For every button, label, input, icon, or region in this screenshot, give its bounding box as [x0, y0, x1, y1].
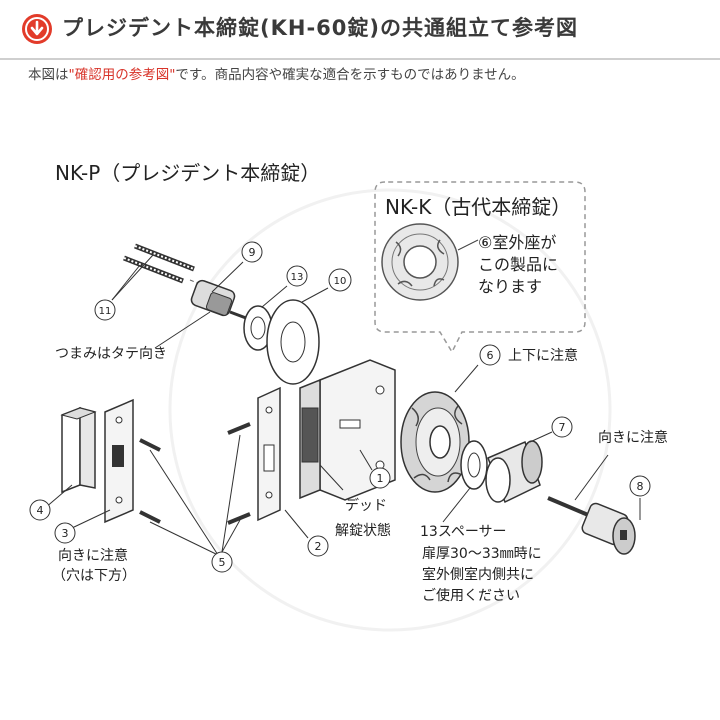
- nkk-escutcheon: [381, 223, 459, 301]
- screws-5: [139, 422, 251, 525]
- page-header: プレジデント本締錠(KH-60錠)の共通組立て参考図: [0, 0, 720, 60]
- note-orient-8: 向きに注意: [598, 429, 668, 446]
- page-title: プレジデント本締錠(KH-60錠)の共通組立て参考図: [62, 16, 578, 40]
- thumbturn-knob-9: [190, 279, 263, 326]
- assembly-diagram: NK-P（プレジデント本締錠） NK-K（古代本締錠） ⑥室外座が この製品に …: [29, 161, 668, 632]
- nkk-note-line-3: なります: [478, 277, 542, 296]
- label-1: 1: [377, 472, 384, 485]
- nkk-title: NK-K（古代本締錠）: [385, 195, 571, 219]
- note-knob: つまみはタテ向き: [55, 346, 167, 362]
- note-spacer-line-1: 13スペーサー: [420, 524, 507, 540]
- label-10: 10: [334, 276, 347, 287]
- nkk-note-line-2: この製品に: [478, 255, 558, 274]
- label-6: 6: [487, 349, 494, 362]
- notice-suffix: です。商品内容や確実な適合を示すものではありません。: [175, 67, 525, 83]
- outer-escutcheon-6: [400, 391, 470, 493]
- down-arrow-circle-icon: [22, 14, 52, 44]
- note-dead-line-1: デッド: [345, 497, 387, 514]
- note-spacer-line-3: 室外側室内側共に: [422, 566, 534, 583]
- label-8: 8: [637, 480, 644, 493]
- nkk-callout: NK-K（古代本締錠） ⑥室外座が この製品に なります: [374, 181, 586, 354]
- note-updown: 上下に注意: [508, 347, 578, 364]
- label-2: 2: [315, 540, 322, 553]
- cylinder-ring-7: [485, 440, 543, 504]
- label-3: 3: [62, 527, 69, 540]
- nkp-title: NK-P（プレジデント本締錠）: [55, 161, 320, 185]
- notice-prefix: 本図は: [28, 67, 69, 83]
- label-5: 5: [219, 556, 226, 569]
- label-9: 9: [249, 246, 256, 259]
- face-plate-2: [257, 386, 281, 522]
- watermark-circle: [168, 188, 612, 632]
- strike-box-4: [60, 406, 97, 494]
- notice-text: 本図は"確認用の参考図"です。商品内容や確実な適合を示すものではありません。: [28, 63, 525, 83]
- note-dead-line-2: 解錠状態: [335, 523, 391, 539]
- note-spacer-line-2: 扉厚30～33㎜時に: [422, 546, 542, 562]
- label-11: 11: [99, 306, 112, 317]
- cylinder-8: [547, 496, 636, 555]
- note-spacer-line-4: ご使用ください: [422, 587, 520, 604]
- label-13-upper: 13: [291, 272, 304, 283]
- notice-highlight: "確認用の参考図": [68, 67, 176, 83]
- strike-plate-3: [104, 398, 134, 524]
- nkk-note-line-1: ⑥室外座が: [478, 233, 556, 252]
- note-strike-line-2: （穴は下方）: [52, 568, 136, 584]
- label-7: 7: [559, 421, 566, 434]
- note-strike-line-1: 向きに注意: [58, 547, 128, 564]
- lock-body-1: [299, 359, 396, 501]
- screws-11: [123, 243, 211, 289]
- escutcheon-10: [266, 299, 320, 385]
- label-4: 4: [37, 504, 44, 517]
